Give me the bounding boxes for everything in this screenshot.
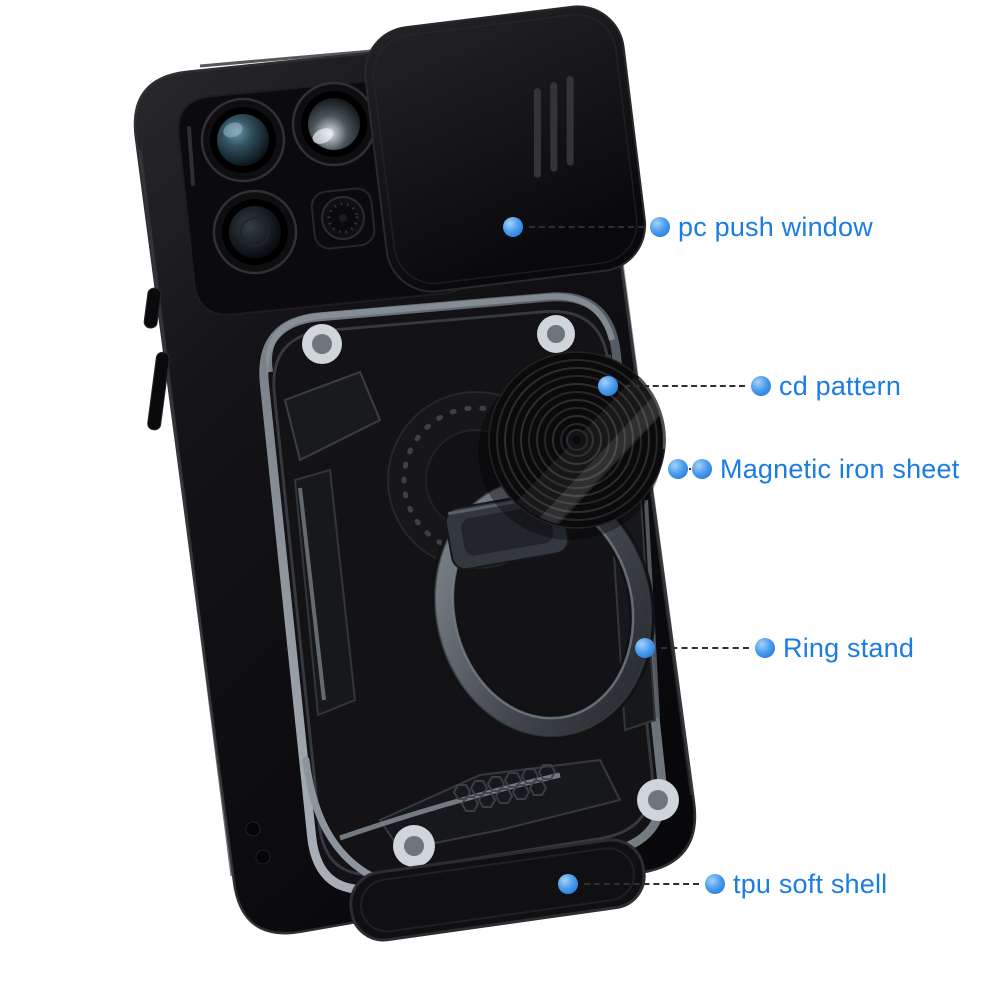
callout-tpu-soft-shell: tpu soft shell <box>558 869 888 899</box>
callout-ring-stand: Ring stand <box>635 633 915 663</box>
callout-dashed-line <box>661 647 749 649</box>
callout-dashed-line <box>529 226 644 228</box>
callout-marker-dot <box>598 376 618 396</box>
callout-marker-dot <box>503 217 523 237</box>
callout-label: tpu soft shell <box>733 869 888 899</box>
rivet-icon <box>302 315 679 867</box>
camera-lens-icon <box>291 81 377 167</box>
side-buttons <box>143 287 271 865</box>
callout-pc-push-window: pc push window <box>503 212 873 242</box>
slide-cover <box>364 5 647 293</box>
honeycomb-texture <box>452 764 557 812</box>
bottom-bumper <box>349 838 646 942</box>
cd-pattern-disc <box>478 351 666 540</box>
callout-label: Ring stand <box>783 633 915 663</box>
callout-label-dot <box>755 638 775 658</box>
callout-marker-dot <box>635 638 655 658</box>
callout-label-dot <box>692 459 712 479</box>
callout-cd-pattern: cd pattern <box>598 371 902 401</box>
callout-label-dot <box>705 874 725 894</box>
callout-dashed-line <box>584 883 699 885</box>
camera-lens-icon <box>212 189 298 275</box>
callout-marker-dot <box>668 459 688 479</box>
callout-label: Magnetic iron sheet <box>720 454 960 484</box>
flash-icon <box>310 187 376 250</box>
callout-label-dot <box>650 217 670 237</box>
camera-module <box>177 74 476 316</box>
callout-dashed-line <box>689 468 691 470</box>
callout-magnetic-iron-sheet: Magnetic iron sheet <box>668 454 960 484</box>
callout-label-dot <box>751 376 771 396</box>
callout-label: cd pattern <box>779 371 902 401</box>
grip-lines-icon <box>533 76 574 178</box>
callout-label: pc push window <box>678 212 873 242</box>
callout-marker-dot <box>558 874 578 894</box>
camera-lens-icon <box>200 97 286 183</box>
callout-dashed-line <box>624 385 745 387</box>
